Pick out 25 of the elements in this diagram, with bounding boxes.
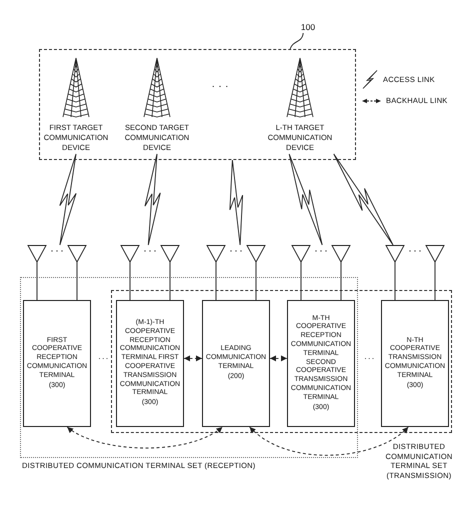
curved-backhaul-arrow	[66, 426, 223, 448]
lightning-link	[288, 154, 323, 246]
terminal-block	[287, 300, 355, 427]
group-boundary	[39, 49, 356, 160]
lightning-link	[144, 154, 161, 246]
antenna-array-drawing	[386, 245, 444, 300]
antenna-array-drawing	[28, 245, 86, 300]
reference-numeral: 100	[296, 21, 320, 33]
antenna-array-drawing	[292, 245, 350, 300]
terminal-block	[116, 300, 184, 427]
terminal-block	[202, 300, 270, 427]
backhaul-arrow	[270, 355, 288, 362]
ellipsis: ...	[97, 352, 111, 362]
antenna-array-drawing	[121, 245, 179, 300]
ellipsis: ...	[210, 80, 234, 90]
lightning-link	[59, 154, 77, 246]
lightning-link	[333, 154, 394, 246]
curved-backhaul-arrow	[249, 426, 409, 456]
ellipsis: ...	[363, 352, 377, 362]
terminal-block	[23, 300, 91, 427]
lightning-link	[229, 160, 244, 246]
terminal-block	[381, 300, 449, 427]
antenna-array-drawing	[207, 245, 265, 300]
backhaul-arrow	[184, 355, 202, 362]
leader-line	[290, 32, 304, 50]
